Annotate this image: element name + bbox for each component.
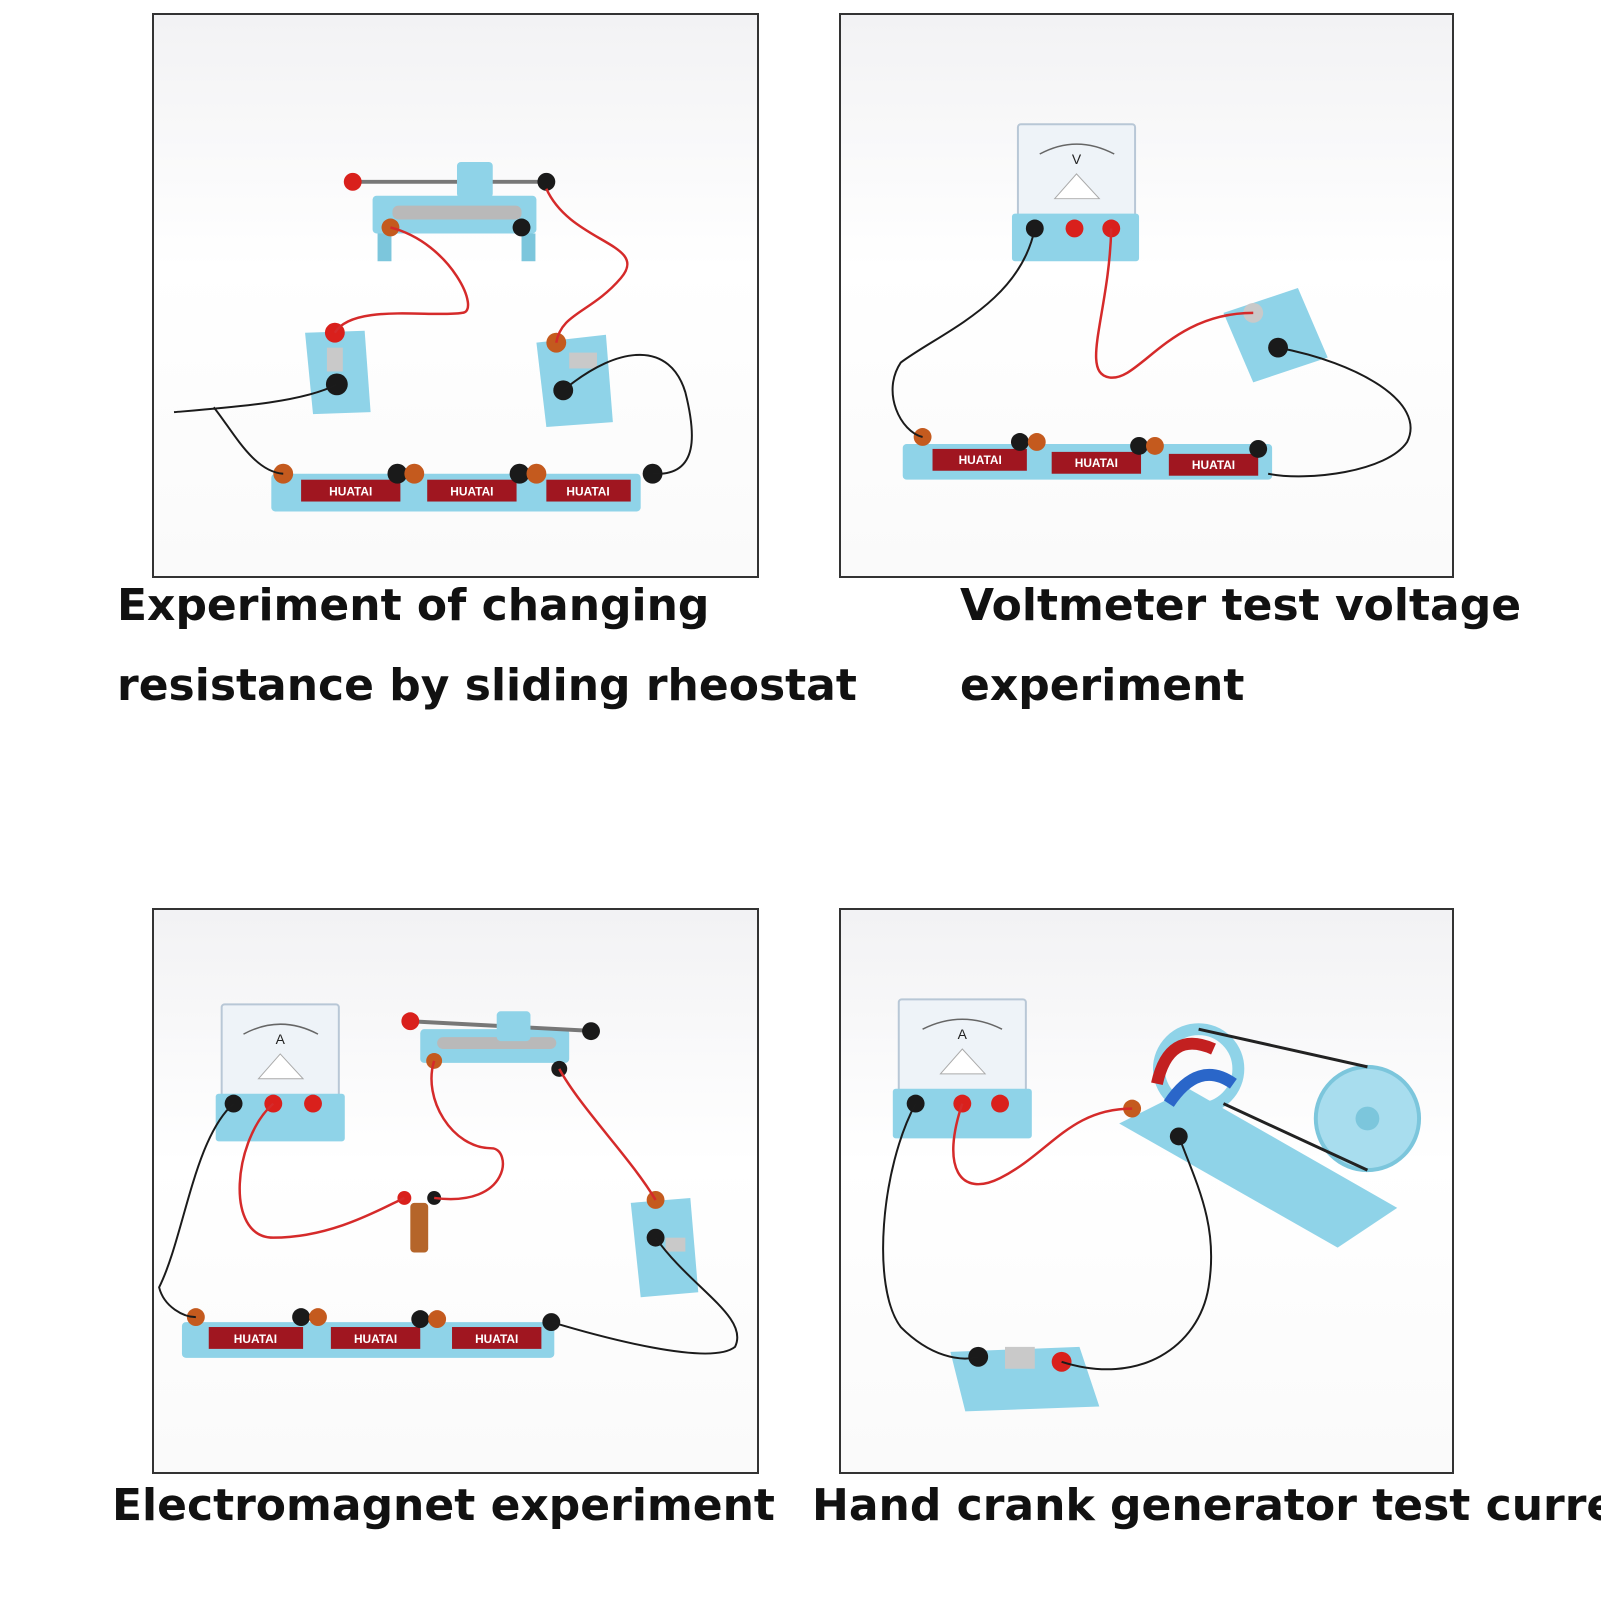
svg-text:A: A (958, 1026, 968, 1042)
svg-text:HUATAI: HUATAI (566, 485, 609, 499)
caption-line: Electromagnet experiment (112, 1480, 775, 1531)
svg-text:HUATAI: HUATAI (450, 485, 493, 499)
generator-circuit-illustration: A (882, 998, 1422, 1412)
caption-rheostat-experiment: Experiment of changing resistance by sli… (117, 566, 857, 726)
caption-line: Hand crank generator test current (812, 1480, 1601, 1531)
photo-electromagnet-experiment: A (152, 908, 759, 1474)
svg-text:V: V (1072, 151, 1082, 167)
svg-text:HUATAI: HUATAI (234, 1332, 277, 1346)
svg-text:HUATAI: HUATAI (1192, 458, 1235, 472)
switch-module (950, 1346, 1100, 1412)
battery-box: HUATAI HUATAI HUATAI (902, 428, 1273, 480)
caption-line: Voltmeter test voltage (960, 580, 1522, 631)
svg-text:HUATAI: HUATAI (329, 485, 372, 499)
caption-generator-experiment: Hand crank generator test current (812, 1466, 1601, 1546)
caption-line: resistance by sliding rheostat (117, 660, 857, 711)
switch-module (305, 322, 371, 415)
electromagnet-circuit-illustration: A (158, 1003, 739, 1358)
caption-line: Experiment of changing (117, 580, 710, 631)
photo-generator-experiment: A (839, 908, 1454, 1474)
caption-voltmeter-experiment: Voltmeter test voltage experiment (960, 566, 1521, 726)
sliding-rheostat (343, 161, 556, 262)
hand-crank-generator (1119, 1023, 1422, 1248)
svg-text:A: A (276, 1031, 286, 1047)
svg-text:HUATAI: HUATAI (959, 453, 1002, 467)
ammeter: A (215, 1003, 345, 1142)
switch-module (1223, 288, 1328, 383)
rheostat-circuit-illustration: HUATAI HUATAI HUATAI (173, 161, 693, 512)
svg-text:HUATAI: HUATAI (354, 1332, 397, 1346)
photo-voltmeter-experiment: V HUATAI HUATAI HUATAI (839, 13, 1454, 578)
caption-line: experiment (960, 660, 1245, 711)
voltmeter: V (1011, 123, 1140, 262)
battery-box: HUATAI HUATAI HUATAI (181, 1308, 561, 1358)
bulb-holder-module (536, 332, 613, 428)
sliding-rheostat (401, 1011, 600, 1077)
electromagnet-coil (397, 1191, 442, 1253)
svg-text:HUATAI: HUATAI (475, 1332, 518, 1346)
switch-module (630, 1191, 699, 1298)
caption-electromagnet-experiment: Electromagnet experiment (112, 1466, 775, 1546)
ammeter: A (892, 998, 1032, 1139)
voltmeter-circuit-illustration: V HUATAI HUATAI HUATAI (891, 123, 1412, 480)
battery-box: HUATAI HUATAI HUATAI (271, 463, 663, 512)
photo-rheostat-experiment: HUATAI HUATAI HUATAI (152, 13, 759, 578)
svg-text:HUATAI: HUATAI (1075, 456, 1118, 470)
